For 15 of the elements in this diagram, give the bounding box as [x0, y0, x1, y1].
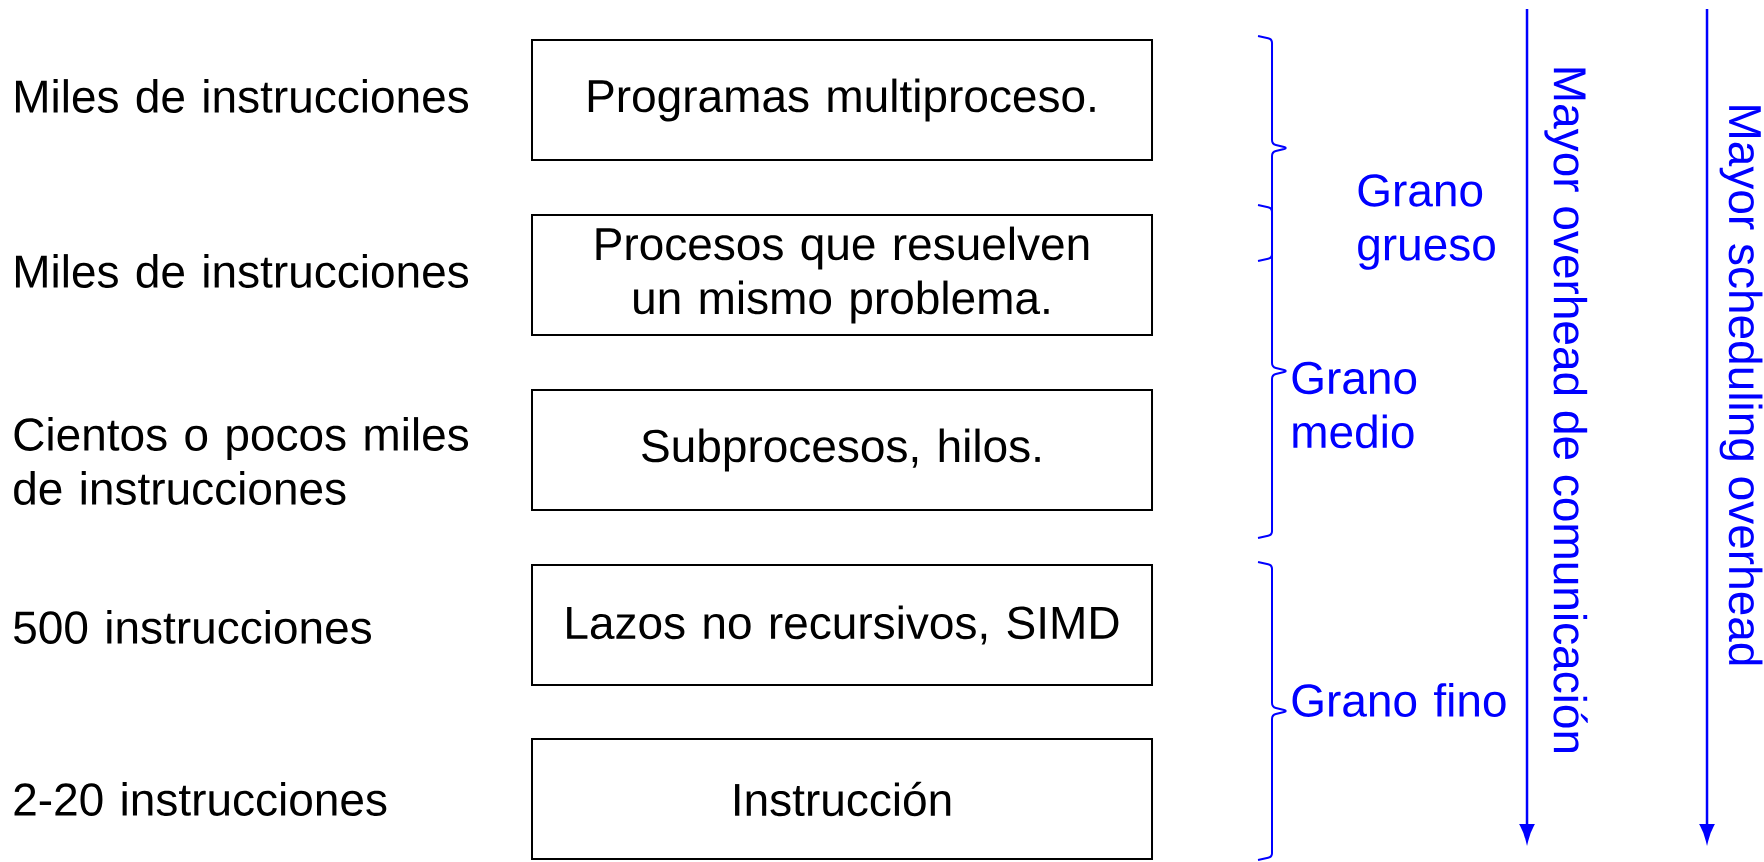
axis-label: Mayor scheduling overhead [1719, 106, 1763, 665]
grain-label: Grano fino [1292, 683, 1506, 717]
process-box: Programas multiproceso. [531, 39, 1153, 161]
level-label: 2-20 instrucciones [14, 782, 387, 816]
grain-label: Grano medio [1292, 361, 1417, 449]
process-box: Procesos que resuelven un mismo problema. [531, 214, 1153, 336]
axis-label: Mayor overhead de comunicación [1544, 68, 1588, 753]
level-label: 500 instrucciones [14, 610, 371, 644]
level-label: Miles de instrucciones [16, 79, 469, 113]
level-label: Cientos o pocos miles de instrucciones [14, 417, 469, 505]
level-label: Miles de instrucciones [16, 254, 469, 288]
process-box: Subprocesos, hilos. [531, 389, 1153, 511]
process-box: Instrucción [531, 738, 1153, 860]
process-box: Lazos no recursivos, SIMD [531, 564, 1153, 686]
grain-label: Grano grueso [1358, 174, 1495, 270]
